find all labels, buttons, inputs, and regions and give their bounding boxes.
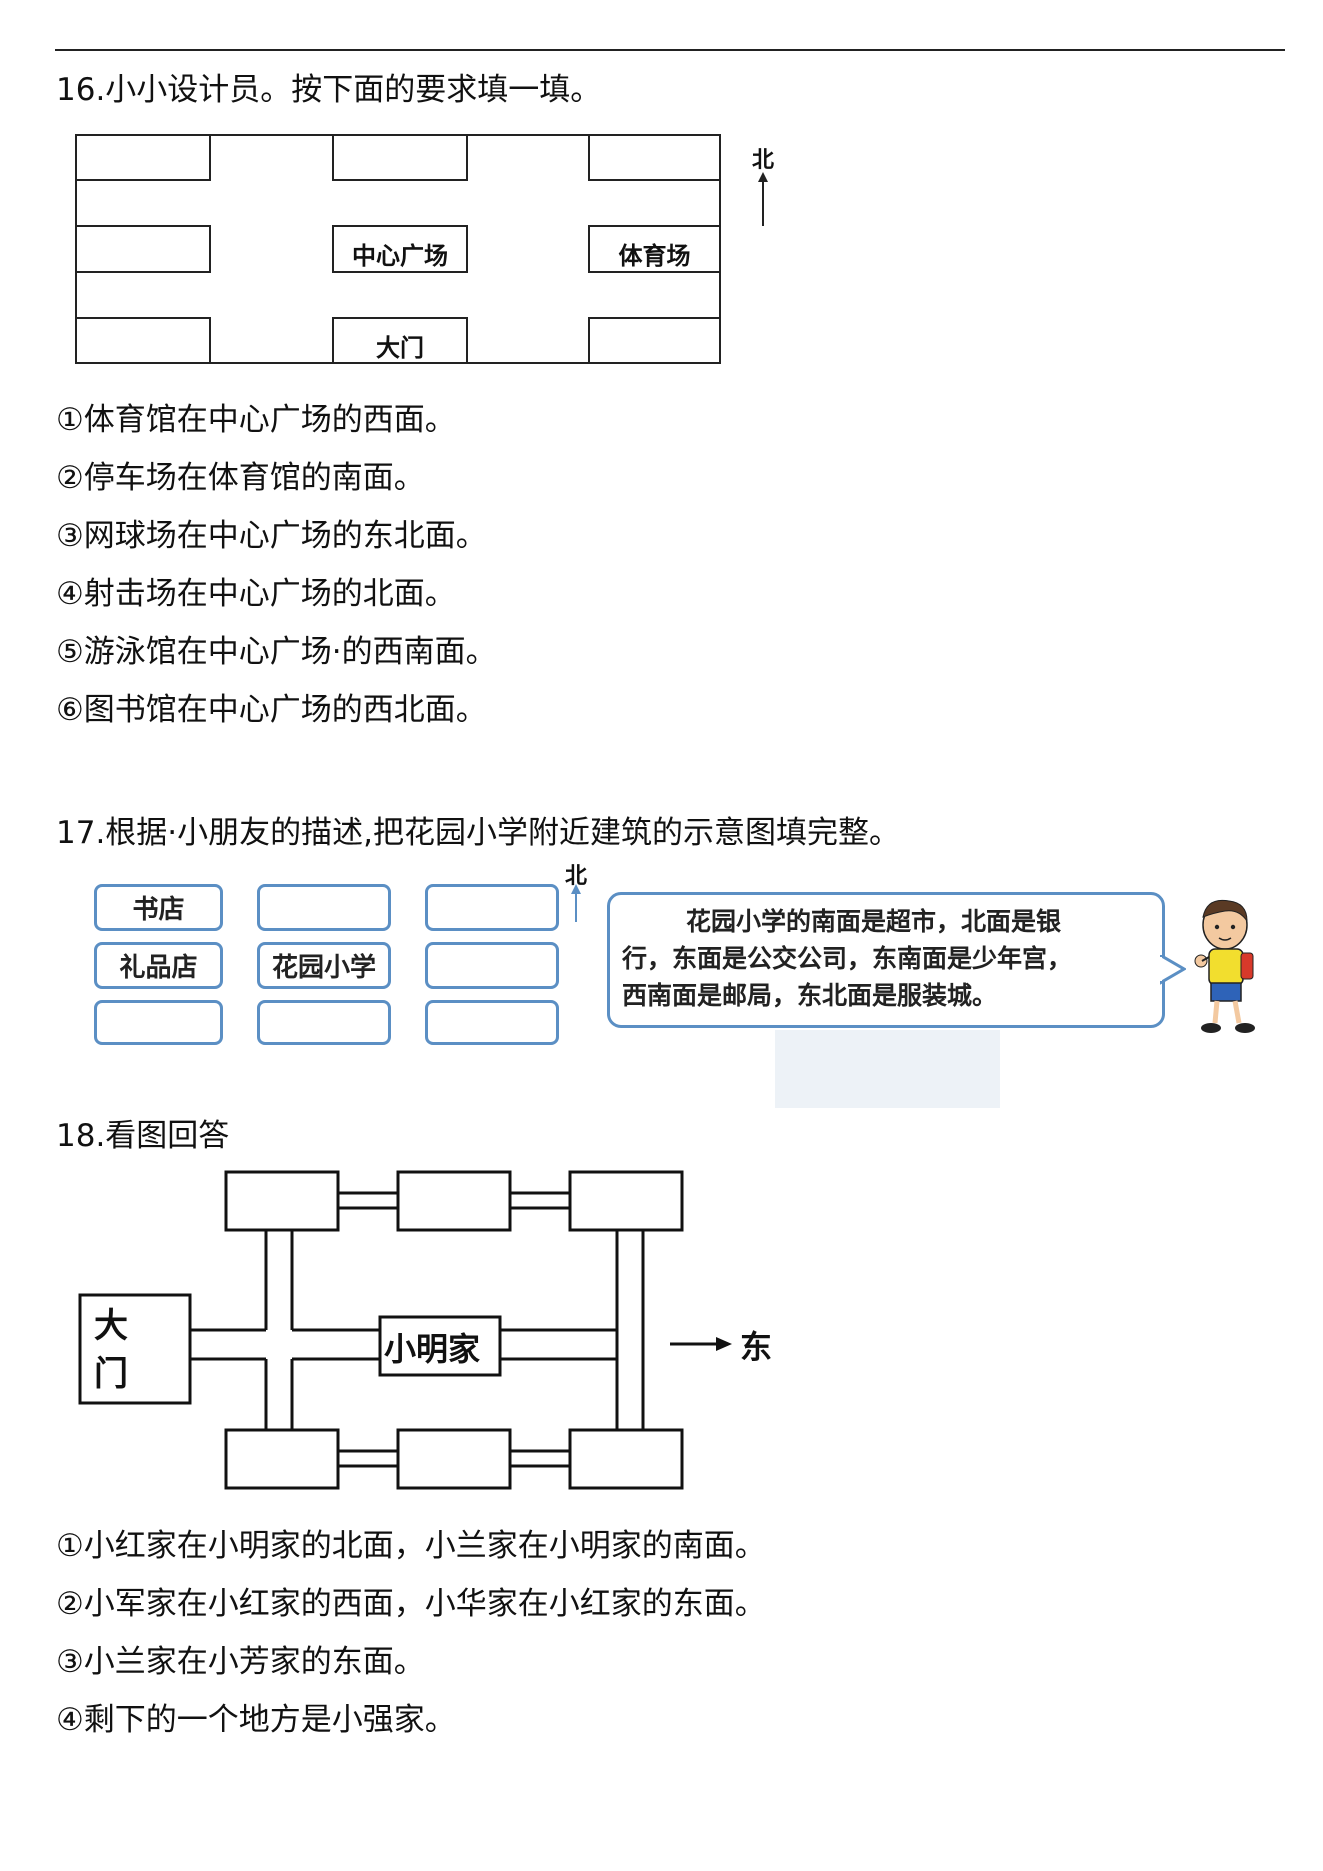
- grid-cell[interactable]: [94, 1000, 223, 1045]
- north-label: 北: [752, 148, 775, 173]
- center-plaza-box: 中心广场: [332, 225, 468, 273]
- speech-line: 西南面是邮局，东北面是服装城。: [622, 981, 998, 1010]
- gate-label-top: 大: [94, 1306, 128, 1346]
- q18-item: ①小红家在小明家的北面，小兰家在小明家的南面。: [56, 1528, 766, 1564]
- map-slot[interactable]: [75, 134, 211, 181]
- q16-item: ⑥图书馆在中心广场的西北面。: [56, 692, 487, 728]
- north-arrow-icon: [571, 884, 581, 922]
- north-label: 北: [565, 864, 588, 889]
- grid-cell[interactable]: [425, 1000, 559, 1045]
- map-slot[interactable]: [588, 134, 721, 181]
- north-arrow-icon: [758, 172, 768, 226]
- gate-label-bottom: 门: [94, 1354, 128, 1394]
- q16-item: ③网球场在中心广场的东北面。: [56, 518, 487, 554]
- map-slot[interactable]: [75, 317, 211, 364]
- q18-title: 18.看图回答: [56, 1118, 230, 1154]
- grid-cell[interactable]: [257, 1000, 391, 1045]
- speech-line: 行，东面是公交公司，东南面是少年宫，: [622, 944, 1073, 973]
- east-label: 东: [740, 1328, 773, 1366]
- speech-bubble: 花园小学的南面是超市，北面是银 行，东面是公交公司，东南面是少年宫， 西南面是邮…: [607, 892, 1165, 1028]
- xiaoming-home-label: 小明家: [384, 1330, 481, 1368]
- speech-tail-icon: [1160, 955, 1186, 985]
- stadium-box: 体育场: [588, 225, 721, 273]
- grid-cell[interactable]: 书店: [94, 884, 223, 931]
- map-slot[interactable]: [588, 317, 721, 364]
- q16-item: ④射击场在中心广场的北面。: [56, 576, 456, 612]
- top-rule: [55, 49, 1285, 51]
- map-slot[interactable]: [332, 134, 468, 181]
- center-plaza-label: 中心广场: [352, 242, 448, 270]
- grid-cell[interactable]: [425, 884, 559, 931]
- q16-item: ⑤游泳馆在中心广场·的西南面。: [56, 634, 497, 670]
- q18-road-map: [78, 1170, 732, 1490]
- grid-cell[interactable]: [257, 884, 391, 931]
- grid-cell[interactable]: 礼品店: [94, 942, 223, 989]
- watermark: [775, 1030, 1000, 1108]
- q16-title: 16.小小设计员。按下面的要求填一填。: [56, 72, 602, 108]
- q16-item: ②停车场在体育馆的南面。: [56, 460, 425, 496]
- grid-cell[interactable]: [425, 942, 559, 989]
- grid-cell[interactable]: 花园小学: [257, 942, 391, 989]
- speech-line: 花园小学的南面是超市，北面是银: [686, 907, 1062, 936]
- child-illustration-icon: [1194, 899, 1255, 1033]
- gate-label: 大门: [376, 334, 424, 362]
- q18-item: ④剩下的一个地方是小强家。: [56, 1702, 456, 1738]
- q16-item: ①体育馆在中心广场的西面。: [56, 402, 456, 438]
- gate-box: 大门: [332, 317, 468, 364]
- q18-item: ②小军家在小红家的西面，小华家在小红家的东面。: [56, 1586, 766, 1622]
- stadium-label: 体育场: [618, 242, 691, 270]
- q18-item: ③小兰家在小芳家的东面。: [56, 1644, 425, 1680]
- map-slot[interactable]: [75, 225, 211, 273]
- q17-title: 17.根据·小朋友的描述,把花园小学附近建筑的示意图填完整。: [56, 815, 901, 851]
- q16-map: 中心广场 体育场 大门: [75, 134, 721, 364]
